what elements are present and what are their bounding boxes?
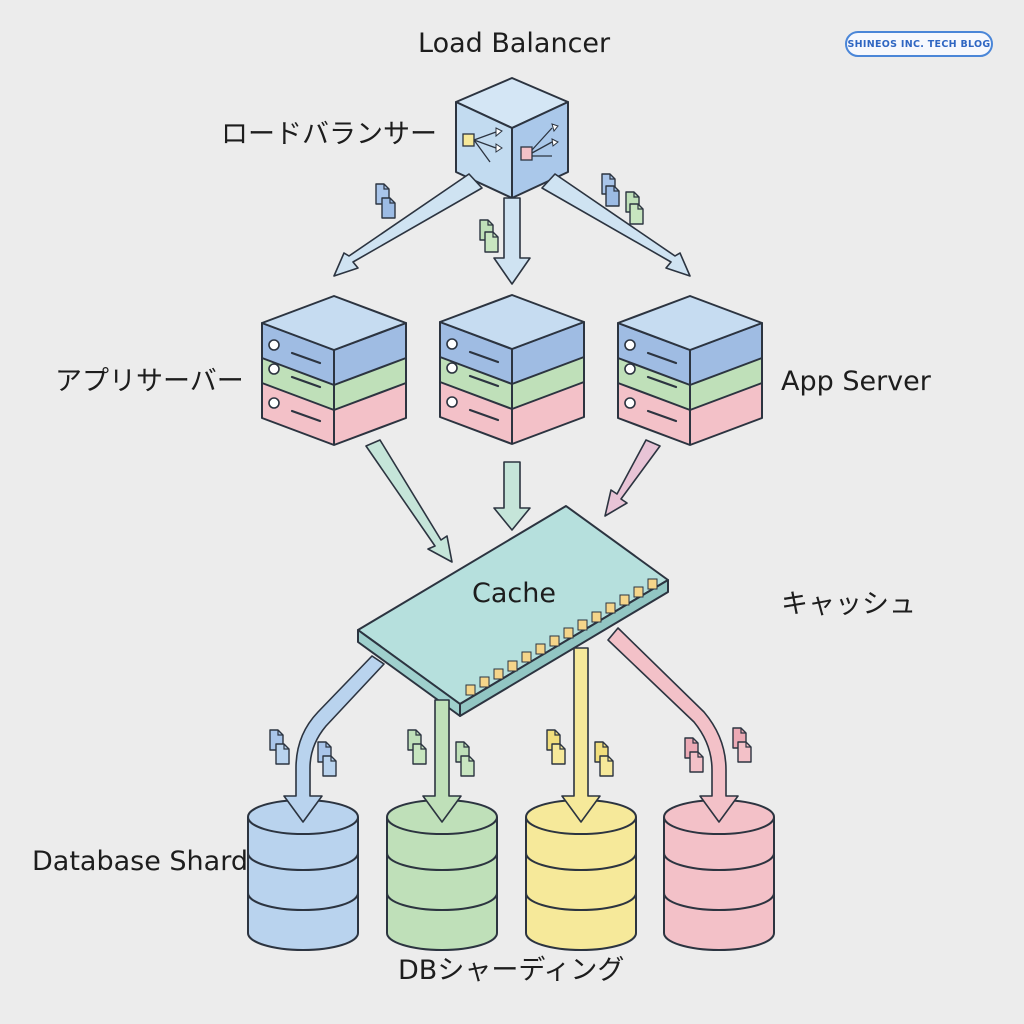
lb-to-app-arrows [333,173,691,285]
database-shard-label: Database Shard [32,846,248,877]
db-document-icons [269,727,752,777]
app-server-ja-label: アプリサーバー [55,366,244,397]
tech-blog-badge: SHINEOS INC. TECH BLOG [845,31,993,57]
load-balancer-label: Load Balancer [418,28,611,59]
db-sharding-ja-label: DBシャーディング [398,955,625,986]
app-server-label: App Server [781,366,931,397]
load-balancer-ja-label: ロードバランサー [221,119,437,150]
app-server-stack-icon [260,293,764,447]
database-cylinder-icon [247,799,775,951]
cache-switch-icon [357,505,669,717]
cache-to-db-arrows [283,627,739,823]
cache-ja-label: キャッシュ [781,589,916,620]
cache-label: Cache [472,578,556,609]
app-to-cache-arrows [365,439,661,563]
